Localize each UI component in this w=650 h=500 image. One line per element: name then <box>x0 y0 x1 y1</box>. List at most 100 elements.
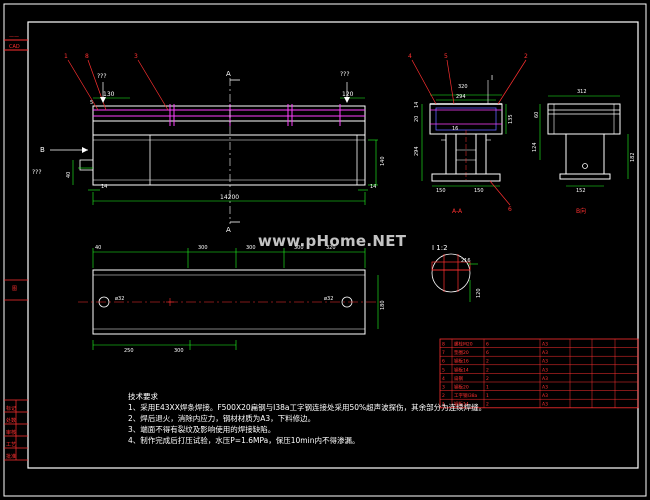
dim-label: 14200 <box>220 194 239 201</box>
table-cell: 2 <box>442 393 445 399</box>
qmark-label: ??? <box>97 73 107 80</box>
technical-notes: 技术要求 1、采用E43XX焊条焊接。F500X20扁钢与I38a工字钢连接处采… <box>128 391 486 446</box>
view-title: I 1:2 <box>432 244 448 252</box>
table-cell: A3 <box>542 376 548 382</box>
dim-label: 135 <box>508 114 514 124</box>
dim-label: 40 <box>95 245 101 251</box>
dim-label: 150 <box>474 188 484 194</box>
table-cell: 钢板16 <box>454 358 469 365</box>
svg-text:——: —— <box>9 34 19 40</box>
qmark-label: ??? <box>340 71 350 78</box>
table-cell: 扁钢 <box>454 375 463 382</box>
view-mark: B <box>40 146 45 154</box>
table-cell: 垫圈20 <box>454 349 469 356</box>
notes-line-3: 3、端面不得有裂纹及影响使用的焊接缺陷。 <box>128 425 276 434</box>
dim-label: 140 <box>380 156 386 166</box>
table-cell: A3 <box>542 359 548 365</box>
dim-label: 14 <box>101 184 107 190</box>
plan-view <box>78 248 380 350</box>
callout-label: 6 <box>508 206 512 213</box>
table-cell: 2 <box>486 367 489 373</box>
table-cell: 钢板14 <box>454 401 469 408</box>
section-mark: A <box>226 226 231 234</box>
table-cell: 4 <box>442 376 445 382</box>
left-border-label: 审核 <box>6 429 16 436</box>
table-cell: 螺栓M20 <box>454 341 473 348</box>
table-cell: A3 <box>542 402 548 408</box>
dim-label: 120 <box>476 288 482 298</box>
section-view <box>411 59 527 206</box>
table-cell: 工字钢I38a <box>454 392 478 399</box>
dim-label: ø32 <box>324 296 333 302</box>
left-border-label: 批准 <box>6 453 16 460</box>
dim-label: 40 <box>66 172 72 178</box>
dim-label: 300 <box>246 245 256 251</box>
dim-label: 250 <box>124 348 134 354</box>
dim-label: 300 <box>174 348 184 354</box>
dim-label: 300 <box>294 245 304 251</box>
svg-text:图: 图 <box>12 286 17 292</box>
callout-label: 4 <box>408 53 412 60</box>
dim-label: 182 <box>630 152 636 162</box>
side-view <box>539 95 629 187</box>
dim-label: 150 <box>436 188 446 194</box>
dim-label: 312 <box>577 89 587 95</box>
dim-label: 294 <box>456 94 466 100</box>
table-cell: 钢板14 <box>454 366 469 373</box>
inner-frame <box>27 21 639 469</box>
left-border-label: 标记 <box>6 405 16 412</box>
left-border-strip: —— CAD 图 <box>4 34 28 461</box>
view-title: B向 <box>576 207 586 215</box>
dim-label: 60 <box>534 112 540 118</box>
callout-label: 3 <box>134 53 138 60</box>
table-cell: 7 <box>442 350 445 356</box>
table-cell: 3 <box>442 385 445 391</box>
table-cell: 6 <box>486 350 489 356</box>
notes-line-1: 1、采用E43XX焊条焊接。F500X20扁钢与I38a工字钢连接处采用50%超… <box>128 403 487 412</box>
outer-frame <box>3 3 647 497</box>
dim-label: 20 <box>414 116 420 122</box>
table-cell: 6 <box>442 359 445 365</box>
table-cell: 1 <box>486 385 489 391</box>
dim-label: 5 <box>90 100 93 106</box>
detail-view-labels: I 1:2 216 120 <box>432 244 482 298</box>
table-cell: A3 <box>542 367 548 373</box>
table-cell: A3 <box>542 385 548 391</box>
detail-mark: I <box>491 74 493 82</box>
table-cell: 2 <box>486 402 489 408</box>
front-view <box>50 59 378 224</box>
dim-label: 294 <box>414 146 420 156</box>
left-border-label: 工艺 <box>6 442 16 448</box>
dim-label: 152 <box>576 188 586 194</box>
table-cell: 1 <box>442 402 445 408</box>
notes-line-4: 4、制作完成后打压试验，水压P=1.6MPa，保压10min内不得渗漏。 <box>128 436 360 445</box>
table-cell: 6 <box>486 342 489 348</box>
table-cell: 8 <box>442 342 445 348</box>
dim-label: 300 <box>198 245 208 251</box>
dim-label: 120 <box>342 91 354 98</box>
table-cell: A3 <box>542 342 548 348</box>
dim-label: 320 <box>326 245 336 251</box>
svg-text:CAD: CAD <box>9 44 20 50</box>
callout-label: 1 <box>64 53 68 60</box>
table-cell: A3 <box>542 350 548 356</box>
callout-label: 2 <box>524 53 528 60</box>
table-cell: 2 <box>486 359 489 365</box>
callout-label: 5 <box>444 53 448 60</box>
view-title: A-A <box>452 208 463 215</box>
dim-label: 320 <box>458 84 468 90</box>
qmark-label: ??? <box>32 169 42 176</box>
dim-label: ø32 <box>115 296 124 302</box>
dim-label: 14 <box>370 184 376 190</box>
dim-label: 216 <box>461 258 471 264</box>
dim-label: 124 <box>532 142 538 152</box>
table-cell: 钢板20 <box>454 384 469 391</box>
dim-label: 16 <box>452 126 458 132</box>
